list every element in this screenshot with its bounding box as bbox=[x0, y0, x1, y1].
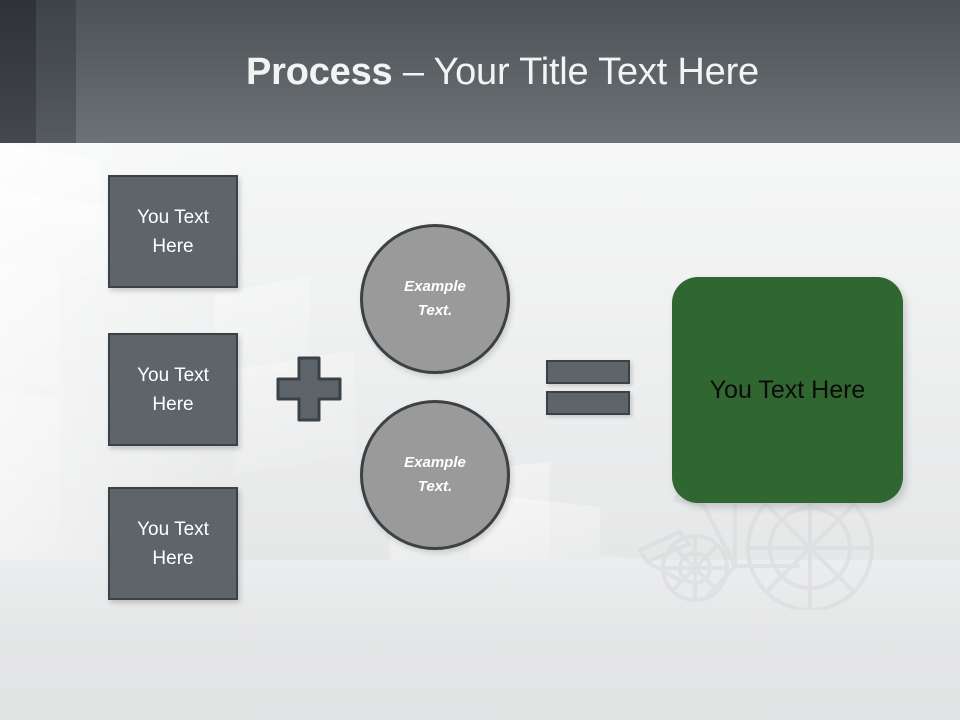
input-box-3[interactable]: You Text Here bbox=[108, 487, 238, 600]
equals-icon[interactable] bbox=[546, 360, 630, 416]
plus-icon[interactable] bbox=[276, 356, 342, 422]
input-box-2[interactable]: You Text Here bbox=[108, 333, 238, 446]
header-band-dark bbox=[0, 0, 36, 143]
example-circle-1-line1: Example bbox=[404, 278, 466, 295]
page-title-separator: – bbox=[392, 51, 434, 93]
slide-header: Process – Your Title Text Here bbox=[0, 0, 960, 143]
background-step-shape bbox=[0, 259, 60, 391]
input-box-1-label: You Text Here bbox=[137, 206, 209, 257]
input-box-1[interactable]: You Text Here bbox=[108, 175, 238, 288]
example-circle-2-line1: Example bbox=[404, 454, 466, 471]
example-circle-1[interactable]: Example Text. bbox=[360, 224, 510, 374]
equals-bar-bottom bbox=[546, 391, 630, 415]
example-circle-2[interactable]: Example Text. bbox=[360, 400, 510, 550]
input-box-2-label: You Text Here bbox=[137, 364, 209, 415]
page-title-bold: Process bbox=[246, 51, 393, 93]
equals-bar-top bbox=[546, 360, 630, 384]
result-box-label: You Text Here bbox=[709, 375, 866, 404]
page-title-light: Your Title Text Here bbox=[433, 51, 759, 93]
result-box[interactable]: You Text Here bbox=[672, 277, 903, 503]
header-band-mid bbox=[36, 0, 76, 143]
input-box-3-label: You Text Here bbox=[137, 518, 209, 569]
example-circle-1-line2: Text. bbox=[417, 302, 453, 319]
background-step-shape bbox=[0, 392, 60, 558]
page-title: Process – Your Title Text Here bbox=[246, 48, 759, 96]
example-circle-2-line2: Text. bbox=[417, 478, 453, 495]
